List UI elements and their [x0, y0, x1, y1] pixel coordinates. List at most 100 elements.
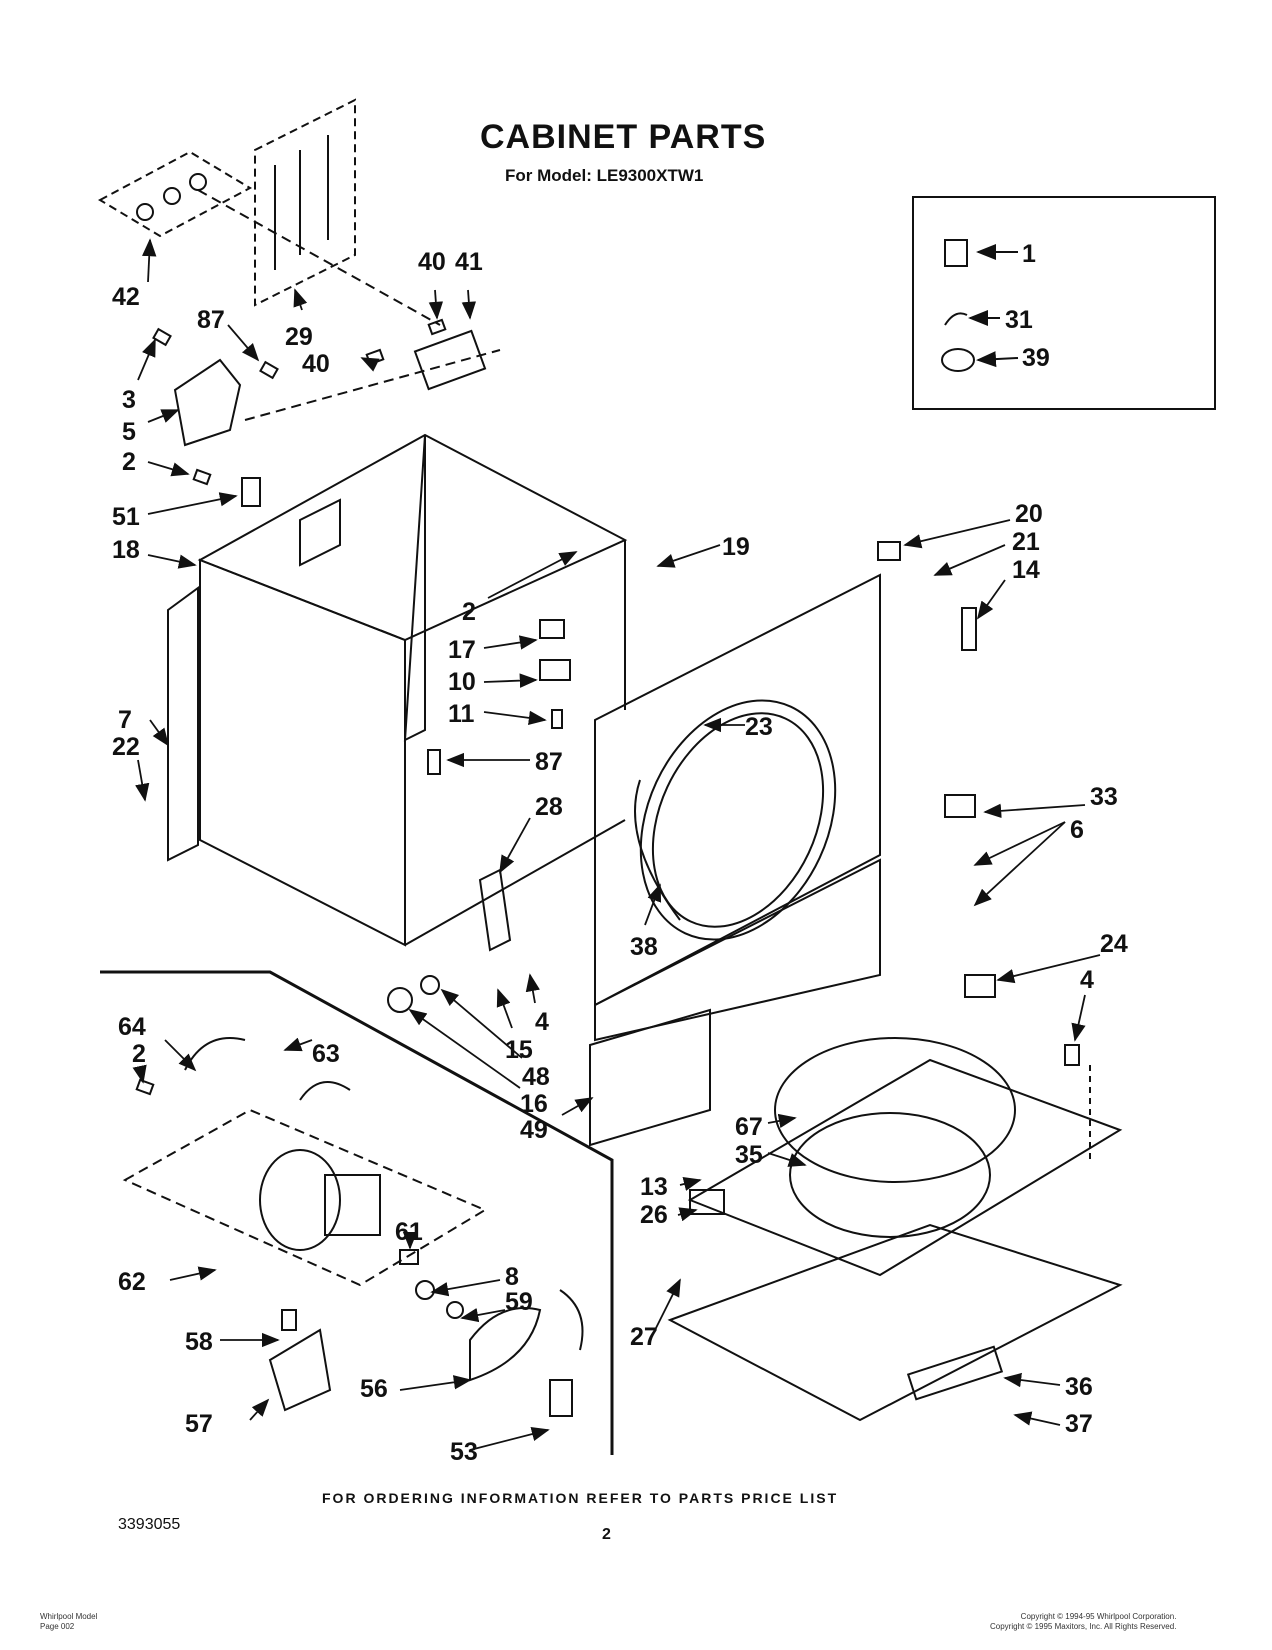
part-label-18: 18 [112, 536, 140, 564]
part-10-icon [539, 659, 571, 681]
part-17-icon [539, 619, 565, 639]
part-label-7: 7 [118, 706, 132, 734]
front-panel [589, 573, 881, 1147]
part-label-3: 3 [122, 386, 136, 414]
part-label-8: 8 [505, 1263, 519, 1291]
part-48-icon [420, 975, 440, 995]
part-label-4: 4 [1080, 966, 1094, 994]
part-label-61: 61 [395, 1218, 423, 1246]
part-87-icon [427, 749, 441, 775]
page-number: 2 [602, 1526, 611, 1543]
part-label-6: 6 [1070, 816, 1084, 844]
part-label-37: 37 [1065, 1410, 1093, 1438]
accessory-inset-box [912, 196, 1216, 410]
part-label-4: 4 [535, 1008, 549, 1036]
belt-56-icon [469, 1307, 542, 1382]
part-label-59: 59 [505, 1288, 533, 1316]
clip-63-icon [299, 1081, 351, 1101]
part-20-icon [877, 541, 901, 561]
part-label-1: 1 [1022, 240, 1036, 268]
model-subtitle: For Model: LE9300XTW1 [505, 166, 704, 185]
part-label-41: 41 [455, 248, 483, 276]
bottom-left-note: Whirlpool Model Page 002 [40, 1612, 98, 1631]
part-label-49: 49 [520, 1116, 548, 1144]
door-panel [687, 1058, 1123, 1277]
document-number: 3393055 [118, 1516, 181, 1533]
part-label-87: 87 [197, 306, 225, 334]
control-panel-parts [97, 98, 501, 507]
part-24-icon [964, 974, 996, 998]
bracket-57-icon [268, 1328, 332, 1412]
part-28-icon [478, 868, 512, 952]
part-39-icon [941, 348, 975, 372]
part-label-26: 26 [640, 1201, 668, 1229]
door-frame-36 [667, 1223, 1123, 1422]
page-title: CABINET PARTS [480, 118, 767, 156]
part-label-14: 14 [1012, 556, 1040, 584]
rear-panel-7 [167, 586, 199, 862]
part-8-icon [415, 1280, 435, 1300]
hose-icon [559, 1289, 584, 1351]
part-label-42: 42 [112, 283, 140, 311]
part-label-27: 27 [630, 1323, 658, 1351]
part-label-20: 20 [1015, 500, 1043, 528]
part-label-51: 51 [112, 503, 140, 531]
gasket-67-icon [774, 1037, 1016, 1183]
part-label-67: 67 [735, 1113, 763, 1141]
part-label-2: 2 [462, 598, 476, 626]
part-label-21: 21 [1012, 528, 1040, 556]
part-label-16: 16 [520, 1090, 548, 1118]
part-label-62: 62 [118, 1268, 146, 1296]
seal-38-icon [634, 779, 681, 921]
part-4-icon [1064, 1044, 1080, 1066]
part-label-57: 57 [185, 1410, 213, 1438]
door-base-assembly [667, 974, 1123, 1422]
part-label-31: 31 [1005, 306, 1033, 334]
door-opening-ring [639, 699, 837, 941]
part-label-22: 22 [112, 733, 140, 761]
knob-group-outline [97, 150, 253, 238]
part-33-icon [944, 794, 976, 818]
part-label-36: 36 [1065, 1373, 1093, 1401]
part-58-icon [281, 1309, 297, 1331]
part-31-icon [944, 312, 968, 326]
part-61-icon [399, 1249, 419, 1265]
cabinet-top-opening [197, 433, 628, 642]
copyright-note: Copyright © 1994-95 Whirlpool Corporatio… [990, 1612, 1177, 1631]
leveling-leg-16-icon [387, 987, 413, 1013]
part-label-13: 13 [640, 1173, 668, 1201]
part-label-33: 33 [1090, 783, 1118, 811]
part-label-23: 23 [745, 713, 773, 741]
part-label-2: 2 [122, 448, 136, 476]
part-label-5: 5 [122, 418, 136, 446]
small-parts [387, 541, 977, 1013]
part-label-17: 17 [448, 636, 476, 664]
part-label-39: 39 [1022, 344, 1050, 372]
section-divider [100, 970, 614, 1455]
part-label-58: 58 [185, 1328, 213, 1356]
hinge-26-icon [689, 1189, 725, 1215]
part-53-icon [549, 1379, 573, 1417]
part-1-icon [944, 239, 968, 267]
part-label-38: 38 [630, 933, 658, 961]
motor-housing [324, 1174, 381, 1236]
bracket-5-icon [173, 358, 242, 447]
part-label-48: 48 [522, 1063, 550, 1091]
part-51-icon [241, 477, 261, 507]
part-label-64: 64 [118, 1013, 146, 1041]
part-label-40: 40 [302, 350, 330, 378]
part-11-icon [551, 709, 563, 729]
part-label-2: 2 [132, 1040, 146, 1068]
toe-panel [594, 858, 881, 1042]
part-label-24: 24 [1100, 930, 1128, 958]
kick-plate-49 [589, 1008, 711, 1147]
cabinet-side-panel [199, 558, 406, 947]
part-label-19: 19 [722, 533, 750, 561]
motor-assembly [122, 1037, 584, 1417]
switch-group-outline [254, 98, 356, 307]
terminal-block-icon [413, 329, 487, 391]
part-label-10: 10 [448, 668, 476, 696]
part-label-28: 28 [535, 793, 563, 821]
spring-14-icon [961, 607, 977, 651]
